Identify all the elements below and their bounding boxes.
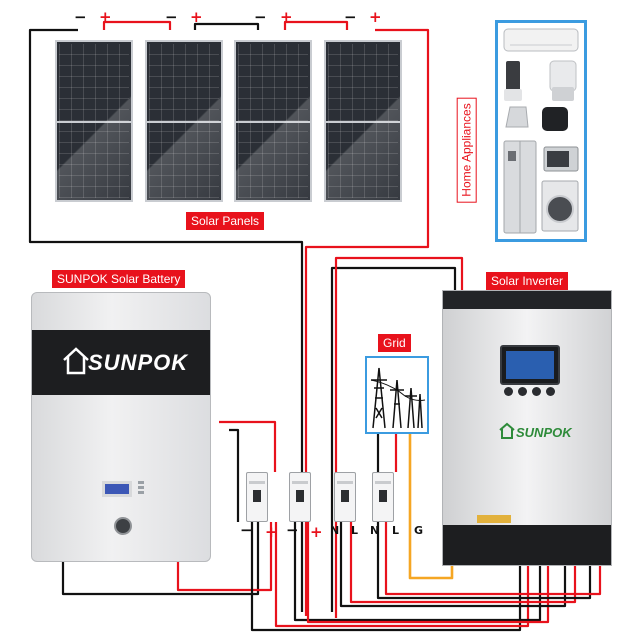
panel-3-positive: + <box>280 8 293 26</box>
home-appliances-box <box>495 20 587 242</box>
battery-label: SUNPOK Solar Battery <box>52 270 186 288</box>
solar-panel-2 <box>145 40 223 202</box>
panel-1-positive: + <box>99 8 112 26</box>
panel-2-positive: + <box>190 8 203 26</box>
house-logo-icon <box>499 422 515 439</box>
wire-dc-out-pos <box>274 522 530 628</box>
inverter-button-2[interactable] <box>518 387 527 396</box>
ac-breaker-output[interactable] <box>372 472 394 522</box>
wire-battery-side-neg <box>229 428 240 522</box>
solar-panels-label: Solar Panels <box>186 212 265 230</box>
wire-battery-side-pos <box>219 420 277 472</box>
terminal-ground: G <box>414 524 424 537</box>
battery-logo-band: SUNPOK <box>32 330 210 395</box>
wire-ac2-l <box>384 522 602 596</box>
grid-box <box>365 356 429 434</box>
terminal-neg-1: − <box>240 521 253 539</box>
wire-panel-link-3 <box>283 20 349 30</box>
house-logo-icon <box>63 347 89 375</box>
inverter-lcd-screen <box>500 345 560 385</box>
dc-breaker-1[interactable] <box>246 472 268 522</box>
panel-4-positive: + <box>369 8 382 26</box>
inverter-button-4[interactable] <box>546 387 555 396</box>
appliances-illustration <box>503 28 579 234</box>
panel-2-negative: − <box>165 8 178 26</box>
food-processor-icon <box>549 60 577 92</box>
wire-inverter-pv-pos <box>334 256 464 618</box>
wire-array-positive <box>304 28 430 616</box>
power-tower-icon <box>370 367 426 429</box>
terminal-n-2: N <box>370 524 380 537</box>
wire-battery-neg <box>61 522 260 596</box>
inverter-label: Solar Inverter <box>486 272 569 290</box>
kettle-icon <box>505 106 529 128</box>
inverter-warning-sticker <box>477 515 511 523</box>
air-conditioner-icon <box>503 28 579 52</box>
inverter-button-1[interactable] <box>504 387 513 396</box>
battery-power-button[interactable] <box>114 517 132 535</box>
wire-ac2-n <box>376 522 592 600</box>
terminal-l-2: L <box>392 524 400 537</box>
panel-4-negative: − <box>344 8 357 26</box>
wire-ac1-n <box>339 522 567 608</box>
inverter-logo-text: SUNPOK <box>516 425 572 440</box>
panel-3-negative: − <box>254 8 267 26</box>
blender-icon <box>506 61 520 91</box>
home-appliances-label: Home Appliances <box>456 97 477 203</box>
terminal-l-1: L <box>351 524 359 537</box>
terminal-pos-1: + <box>265 523 278 541</box>
terminal-n-1: N <box>330 524 340 537</box>
wire-ac1-l <box>349 522 577 604</box>
solar-panel-3 <box>234 40 312 202</box>
wire-panel-link-2 <box>193 22 260 30</box>
battery-indicator-leds <box>138 481 148 499</box>
solar-panel-1 <box>55 40 133 202</box>
dc-breaker-2[interactable] <box>289 472 311 522</box>
air-fryer-icon <box>542 107 568 131</box>
panel-1-negative: − <box>74 8 87 26</box>
battery-logo-text: SUNPOK <box>88 350 189 375</box>
solar-inverter: SUNPOK <box>442 290 612 566</box>
terminal-pos-2: + <box>310 523 323 541</box>
grid-label: Grid <box>378 334 411 352</box>
wire-inverter-pv-neg <box>330 266 457 612</box>
battery-display <box>102 481 132 497</box>
solar-battery: SUNPOK <box>31 292 211 562</box>
wire-panel-link-1 <box>102 20 172 30</box>
wire-battery-pos <box>176 522 273 592</box>
solar-panel-4 <box>324 40 402 202</box>
inverter-button-3[interactable] <box>532 387 541 396</box>
wire-array-negative <box>28 28 304 612</box>
terminal-neg-2: − <box>286 521 299 539</box>
ac-breaker-grid[interactable] <box>334 472 356 522</box>
wire-ground <box>408 434 454 580</box>
